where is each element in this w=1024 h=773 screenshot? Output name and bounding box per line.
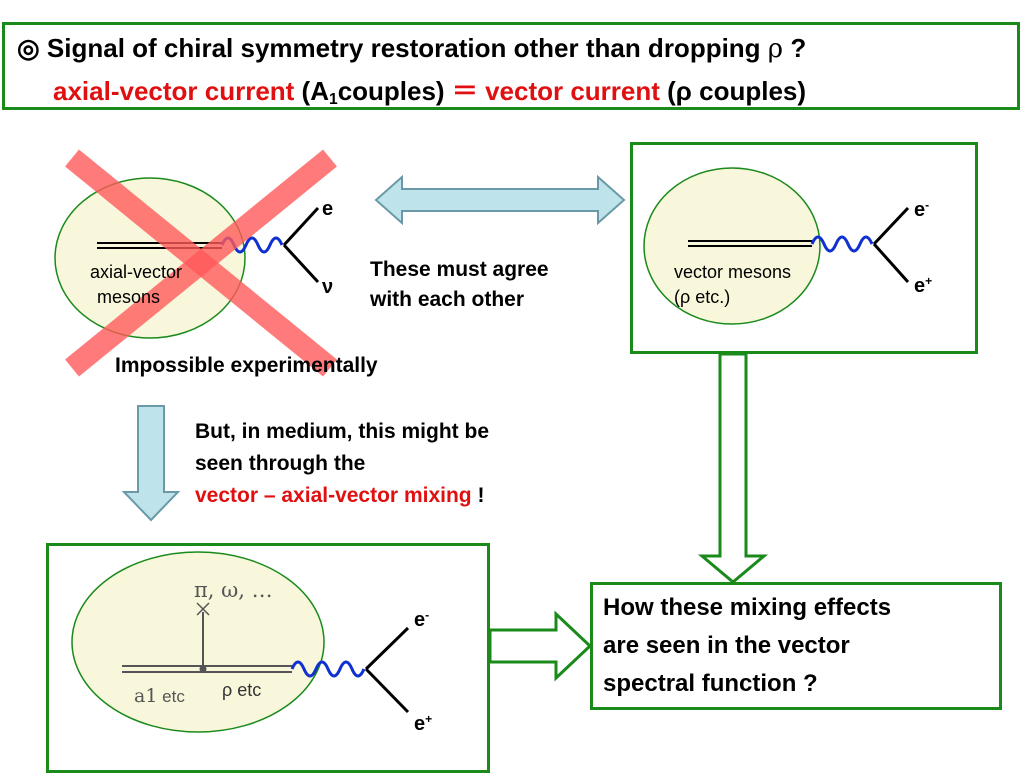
- question-line-1: How these mixing effects: [603, 594, 892, 621]
- a1-label: a1 etc: [134, 685, 185, 707]
- axial-lepton-nu: ν: [322, 276, 334, 298]
- title-line-1: ◎ Signal of chiral symmetry restoration …: [17, 33, 806, 64]
- mixing-lepton-bottom-line: [364, 667, 410, 714]
- rho-etc-label: ρ etc: [222, 680, 262, 700]
- vector-mesons-label-2: (ρ etc.): [674, 287, 731, 307]
- vector-wavy-line: [810, 235, 874, 253]
- rho-couples-text: (ρ couples): [659, 76, 807, 106]
- vector-lepton-e-plus: e+: [914, 274, 932, 298]
- vector-lepton-e-minus: e-: [914, 198, 929, 222]
- equals-sign: ＝: [451, 76, 478, 106]
- axial-lepton-top-line: [282, 206, 320, 247]
- vector-mesons-label-1: vector mesons: [674, 262, 792, 282]
- title-question: ?: [783, 33, 807, 63]
- question-line-3: spectral function ?: [603, 670, 818, 697]
- mixing-to-question-arrow: [488, 610, 593, 682]
- medium-text-line-1: But, in medium, this might be: [195, 420, 489, 443]
- cross-line-2: [65, 149, 337, 377]
- axial-vector-current-text: axial-vector current: [53, 76, 295, 106]
- title-line-2: axial-vector current (A1couples) ＝ vecto…: [53, 71, 806, 109]
- mixing-phrase: vector – axial-vector mixing: [195, 484, 472, 507]
- vector-lepton-e-minus-base: e: [914, 199, 926, 222]
- mixing-lepton-e-plus: e+: [414, 712, 432, 736]
- title-rho: ρ: [767, 34, 784, 64]
- medium-text-line-3: vector – axial-vector mixing !: [195, 484, 484, 508]
- mixing-wavy-line: [290, 660, 366, 678]
- axial-lepton-bottom-line: [282, 243, 320, 284]
- down-arrow: [121, 405, 181, 522]
- vector-lepton-bottom-line: [872, 242, 910, 284]
- mixing-ellipse: [71, 551, 325, 733]
- agree-double-arrow: [374, 174, 626, 226]
- a1-couples-close: couples): [337, 76, 452, 106]
- vector-lepton-e-plus-sup: +: [925, 274, 933, 288]
- vector-lepton-top-line: [872, 206, 910, 246]
- mixing-exclamation: !: [471, 484, 485, 507]
- question-box: [590, 582, 1002, 710]
- agree-text-line-1: These must agree: [370, 258, 549, 281]
- mixing-cross-mark-2: [196, 602, 210, 616]
- pi-omega-label: π, ω, …: [194, 578, 273, 602]
- title-box: ◎ Signal of chiral symmetry restoration …: [2, 22, 1020, 110]
- a1-label-text: a1: [134, 685, 158, 707]
- axial-vector-label-1: axial-vector: [90, 262, 183, 282]
- question-line-2: are seen in the vector: [603, 632, 850, 659]
- vector-lepton-e-plus-base: e: [914, 275, 926, 298]
- a1-etc-text: etc: [157, 687, 185, 706]
- axial-vector-label-2: mesons: [97, 287, 161, 307]
- vector-lepton-e-minus-sup: -: [925, 198, 930, 212]
- axial-lepton-e: e: [322, 198, 334, 220]
- vector-current-text: vector current: [477, 76, 660, 106]
- a1-subscript: 1: [329, 90, 338, 108]
- impossible-experimentally-text: Impossible experimentally: [115, 354, 378, 377]
- agree-text-line-2: with each other: [370, 288, 525, 311]
- mixing-lepton-top-line: [364, 626, 410, 671]
- mixing-lepton-e-plus-sup: +: [425, 712, 433, 726]
- mixing-lepton-e-plus-base: e: [414, 713, 426, 736]
- mixing-lepton-e-minus-sup: -: [425, 608, 430, 622]
- mixing-lepton-e-minus: e-: [414, 608, 429, 632]
- mixing-vertex-dot: [199, 665, 207, 673]
- vector-to-question-arrow: [697, 352, 769, 584]
- a1-couples-open: (A: [294, 76, 329, 106]
- mixing-lepton-e-minus-base: e: [414, 609, 426, 632]
- axial-vector-ellipse: [54, 177, 246, 339]
- medium-text-line-2: seen through the: [195, 452, 366, 475]
- title-text: ◎ Signal of chiral symmetry restoration …: [17, 33, 768, 63]
